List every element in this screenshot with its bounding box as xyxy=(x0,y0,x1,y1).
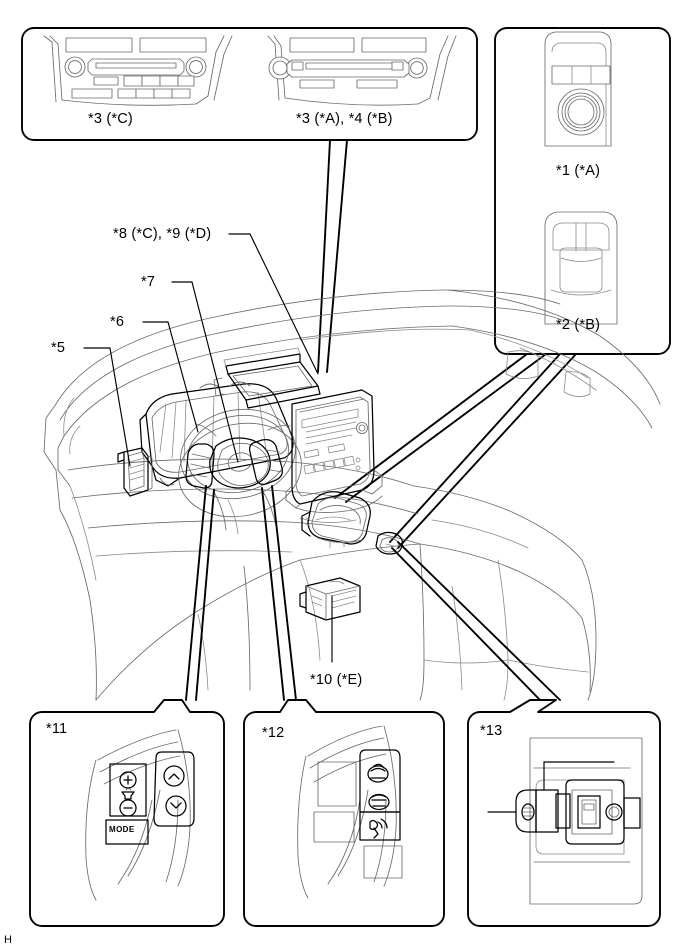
audio-unit-ab-illustration xyxy=(267,35,457,106)
aux-usb-connector xyxy=(487,761,641,845)
steering-wheel xyxy=(178,408,302,535)
label-10: *10 (*E) xyxy=(310,672,363,688)
shifter-knob-a-illustration xyxy=(544,31,612,147)
mode-button-label[interactable]: MODE xyxy=(109,825,135,834)
audio-unit-c-illustration xyxy=(43,35,233,106)
callout-box-11 xyxy=(29,699,225,927)
center-audio-stack xyxy=(285,389,383,523)
dashboard-scene xyxy=(43,289,661,701)
console-shift-lever xyxy=(301,491,371,549)
page-corner-mark: H xyxy=(4,934,12,946)
caption-12: *12 xyxy=(262,725,285,741)
callout-box-audio-panels xyxy=(21,27,478,373)
callout-box-12 xyxy=(243,699,445,927)
label-6: *6 xyxy=(110,314,125,330)
caption-audio-unit-c: *3 (*C) xyxy=(88,111,133,127)
label-7: *7 xyxy=(141,274,156,290)
phone-onhook-icon xyxy=(368,793,390,811)
talk-switch-icon xyxy=(369,818,388,839)
shifter-knob-b-illustration xyxy=(544,211,618,325)
leader-lines xyxy=(83,233,561,701)
label-5: *5 xyxy=(51,340,66,356)
ecu-module-5 xyxy=(117,447,153,497)
phone-offhook-icon xyxy=(367,763,389,783)
callout-box-13 xyxy=(467,699,661,927)
caption-audio-unit-ab: *3 (*A), *4 (*B) xyxy=(296,111,393,127)
caption-shifter-a: *1 (*A) xyxy=(556,163,601,179)
ecu-module-10 xyxy=(299,577,361,621)
caption-shifter-b: *2 (*B) xyxy=(556,317,601,333)
callout-box-console-switches xyxy=(334,27,671,549)
label-8-9: *8 (*C), *9 (*D) xyxy=(113,226,212,242)
navigation-display xyxy=(213,347,321,409)
caption-13: *13 xyxy=(480,723,503,739)
caption-11: *11 xyxy=(46,721,68,737)
